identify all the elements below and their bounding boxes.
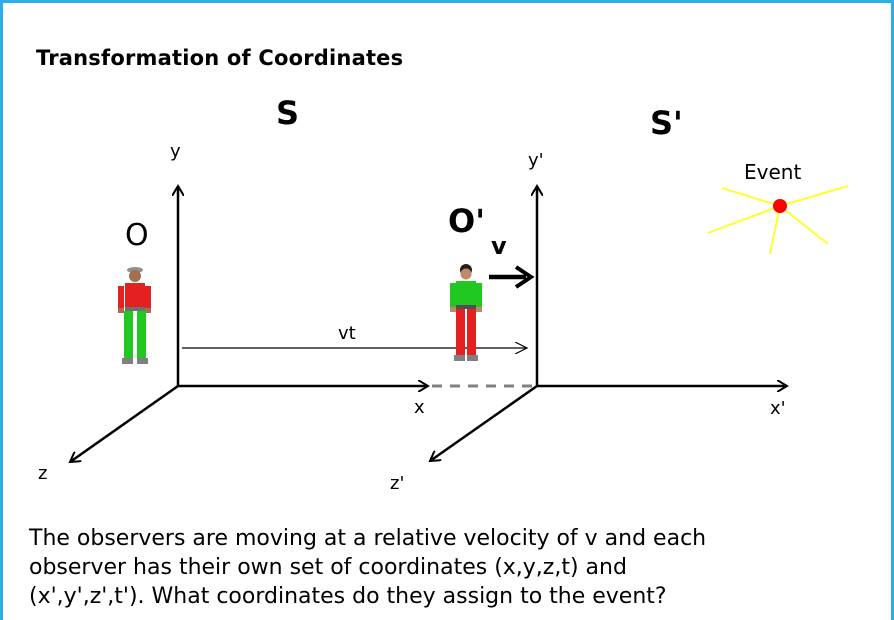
page-title: Transformation of Coordinates xyxy=(36,46,404,70)
s-x-label: x xyxy=(414,397,425,418)
caption-line-3: (x',y',z',t'). What coordinates do they … xyxy=(29,584,667,609)
observer-o-hand-right xyxy=(145,308,151,313)
observer-o-label: O xyxy=(125,218,149,253)
observer-o-figure xyxy=(118,267,151,364)
observer-o-prime-belt xyxy=(456,305,476,309)
observer-o-prime-hand-right xyxy=(476,307,482,312)
s-axes: y x z xyxy=(38,141,428,484)
observer-o-prime-shirt xyxy=(456,281,476,305)
event-dot xyxy=(773,199,787,213)
velocity-arrow-head xyxy=(514,265,535,289)
vt-label: vt xyxy=(338,323,356,344)
event-ray xyxy=(769,205,781,255)
observer-o-prime-hand-left xyxy=(450,307,456,312)
event-ray xyxy=(779,185,849,207)
observer-o-prime-shoe-left xyxy=(454,355,465,361)
observer-o-arm-left xyxy=(118,286,124,308)
observer-o-arm-right xyxy=(145,286,151,308)
coordinate-diagram: S S' y x z y' x' z' vt O O' v xyxy=(38,94,849,494)
s-prime-axes: y' x' z' xyxy=(390,150,787,494)
observer-o-shoe-left xyxy=(122,358,133,364)
s-z-label: z xyxy=(38,463,47,484)
velocity-label: v xyxy=(491,232,507,260)
caption: The observers are moving at a relative v… xyxy=(29,524,879,611)
observer-o-hand-left xyxy=(118,308,124,313)
observer-o-leg-left xyxy=(124,311,133,358)
observer-o-belt xyxy=(125,307,145,311)
observer-o-prime-arm-right xyxy=(476,283,482,307)
observer-o-shoe-right xyxy=(137,358,148,364)
event-ray xyxy=(707,205,781,234)
frame-s-label: S xyxy=(276,94,299,132)
s-z-axis xyxy=(70,384,179,462)
caption-line-2: observer has their own set of coordinate… xyxy=(29,555,627,580)
event-ray xyxy=(779,205,829,245)
observer-o-prime-leg-left xyxy=(456,309,465,355)
observer-o-shirt xyxy=(125,283,145,307)
s-prime-x-label: x' xyxy=(770,398,786,419)
caption-line-1: The observers are moving at a relative v… xyxy=(29,526,707,551)
observer-o-prime-label: O' xyxy=(448,202,485,240)
event-label: Event xyxy=(744,160,801,184)
observer-o-prime-figure xyxy=(450,264,482,361)
s-prime-z-label: z' xyxy=(390,473,404,494)
event-burst xyxy=(707,185,849,255)
observer-o-head xyxy=(129,270,141,282)
s-prime-y-label: y' xyxy=(528,150,544,171)
event-ray xyxy=(721,187,781,207)
observer-o-prime-arm-left xyxy=(450,283,456,307)
observer-o-leg-right xyxy=(137,311,146,358)
s-y-label: y xyxy=(170,141,181,162)
observer-o-prime-leg-right xyxy=(467,309,476,355)
observer-o-prime-shoe-right xyxy=(467,355,478,361)
s-prime-z-axis xyxy=(430,384,538,461)
velocity-arrow xyxy=(489,265,535,289)
observer-o-prime-head xyxy=(460,268,472,280)
frame-s-prime-label: S' xyxy=(650,104,683,142)
